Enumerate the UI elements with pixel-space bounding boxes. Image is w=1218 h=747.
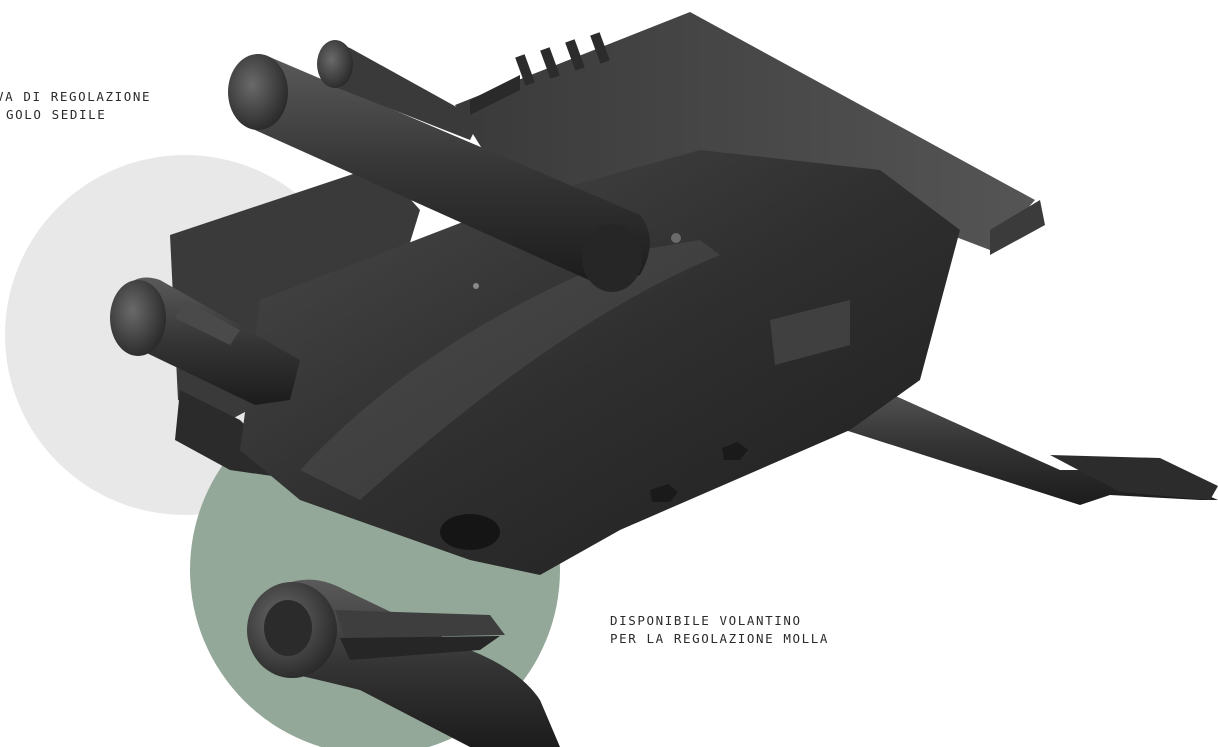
callout-spring-knob-line2: PER LA REGOLAZIONE MOLLA <box>610 631 830 646</box>
seat-angle-lever <box>228 40 650 292</box>
callout-seat-angle: VA DI REGOLAZIONE GOLO SEDILE <box>0 88 151 124</box>
callout-seat-angle-line1: VA DI REGOLAZIONE <box>0 89 152 104</box>
spring-adjust-knob-detail <box>247 579 560 747</box>
lower-left-lever <box>110 277 300 405</box>
right-lever <box>845 380 1218 505</box>
callout-seat-angle-line2: GOLO SEDILE <box>6 107 107 122</box>
callout-spring-knob-line1: DISPONIBILE VOLANTINO <box>610 613 802 628</box>
main-housing <box>240 150 960 575</box>
callout-spring-knob: DISPONIBILE VOLANTINO PER LA REGOLAZIONE… <box>610 612 829 648</box>
